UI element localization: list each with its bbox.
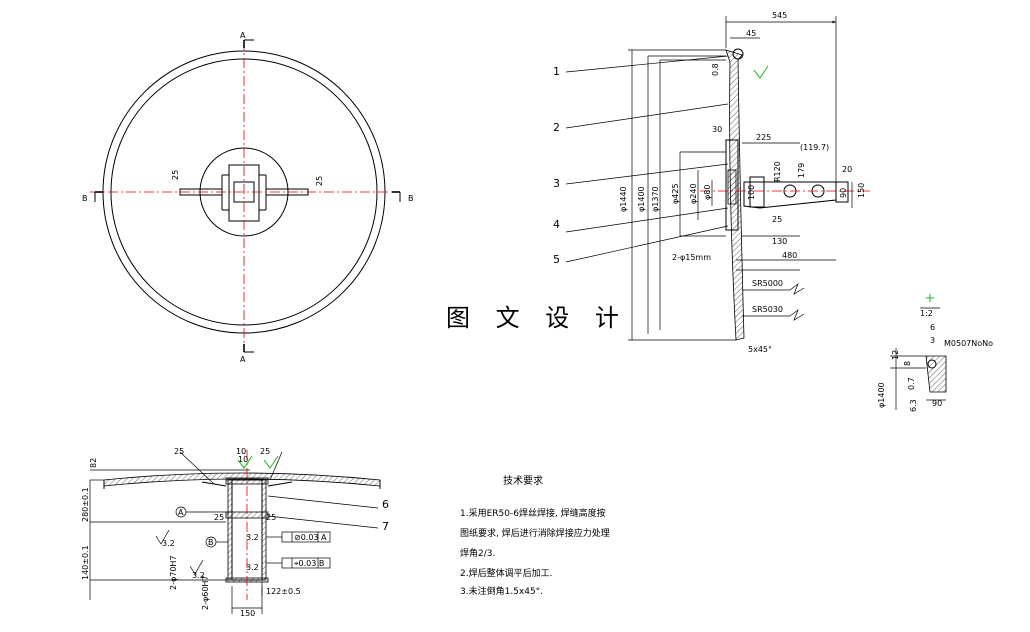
detail-dim-8: 8 bbox=[903, 361, 912, 366]
roughness-3: 3.2 bbox=[246, 533, 259, 542]
dim-45: 45 bbox=[746, 29, 756, 38]
detail-dim-1400: φ1400 bbox=[877, 382, 886, 408]
dim-150: 150 bbox=[857, 183, 866, 198]
front-dim-122: 122±0.5 bbox=[266, 587, 301, 596]
dim-119-7: (119.7) bbox=[800, 143, 829, 152]
front-section-view: 82 25 10 10 25 25 25 280±0.1 140±0.1 A B bbox=[81, 447, 389, 618]
weld-symbol-top-right bbox=[263, 455, 279, 469]
tolerance-b: ⌖0.03 B bbox=[294, 559, 324, 568]
callout-1: 1 bbox=[553, 65, 560, 78]
weld-symbol-side bbox=[753, 65, 769, 79]
detail-dim-6-3: 6.3 bbox=[909, 399, 918, 412]
callout-3: 3 bbox=[553, 177, 560, 190]
roughness-1: 3.2 bbox=[162, 539, 175, 548]
arm-end bbox=[835, 181, 849, 203]
dim-480: 480 bbox=[782, 251, 797, 260]
detail-scale-label: 1:2 bbox=[920, 309, 933, 318]
rim-bead bbox=[732, 48, 744, 60]
dim-1400: φ1400 bbox=[637, 186, 646, 212]
detail-view-1: 1:2 6 3 M0507NoNo 12 8 0.7 6.3 90 φ1400 bbox=[877, 294, 993, 412]
dim-25-left: 25 bbox=[171, 170, 180, 180]
dim-25-right: 25 bbox=[315, 176, 324, 186]
roughness-2: 3.2 bbox=[192, 571, 205, 580]
dim-sr5030: SR5030 bbox=[752, 305, 783, 314]
tech-note-line-2: 图纸要求, 焊后进行消除焊接应力处理 bbox=[460, 527, 610, 539]
detail-dim-6: 6 bbox=[930, 323, 935, 332]
callout-6: 6 bbox=[382, 498, 389, 511]
dim-30: 30 bbox=[712, 125, 722, 134]
detail-material: M0507NoNo bbox=[944, 339, 993, 348]
section-label-b-right: B bbox=[408, 194, 414, 203]
front-dim-10b: 10 bbox=[238, 455, 248, 464]
dim-20: 20 bbox=[842, 165, 852, 174]
section-label-a-top: A bbox=[240, 31, 246, 40]
section-label-b-left: B bbox=[82, 194, 88, 203]
dim-80: φ80 bbox=[703, 185, 712, 200]
dim-1440: φ1440 bbox=[619, 186, 628, 212]
front-dim-25a: 25 bbox=[174, 447, 184, 456]
callout-5: 5 bbox=[553, 253, 560, 266]
hub-core-hatch bbox=[727, 169, 737, 205]
arm-profile bbox=[743, 181, 837, 209]
tech-note-line-4: 2.焊后整体调平后加工. bbox=[460, 567, 552, 579]
hole-spec-b: 2-φ60H7 bbox=[201, 575, 210, 610]
detail-dim-0-7: 0.7 bbox=[907, 377, 916, 390]
hub-section bbox=[725, 139, 739, 231]
dim-425: φ425 bbox=[671, 183, 680, 204]
dim-225: 225 bbox=[756, 133, 771, 142]
tech-note-line-1: 1.采用ER50-6焊丝焊接, 焊缝高度按 bbox=[460, 507, 606, 519]
dim-100: 100 bbox=[747, 185, 756, 200]
weld-symbol-top bbox=[237, 455, 253, 469]
hole-spec-a: 2-φ70H7 bbox=[169, 555, 178, 590]
dim-0-8: 0.8 bbox=[711, 63, 720, 76]
top-view: A A B B 25 25 bbox=[82, 31, 414, 364]
datum-b: B bbox=[208, 538, 214, 547]
dim-25: 25 bbox=[772, 215, 782, 224]
roughness-4: 3.2 bbox=[246, 563, 259, 572]
front-dim-25b: 25 bbox=[260, 447, 270, 456]
front-dim-25d: 25 bbox=[266, 513, 276, 522]
side-section-view: 545 45 0.8 30 225 (119.7) 179 R120 20 90… bbox=[553, 11, 870, 354]
front-dim-25c: 25 bbox=[214, 513, 224, 522]
watermark-text: 图 文 设 计 bbox=[446, 304, 628, 332]
tech-notes-title: 技术要求 bbox=[503, 474, 543, 487]
front-dim-140: 140±0.1 bbox=[81, 545, 90, 580]
dim-1370: φ1370 bbox=[651, 186, 660, 212]
detail-hatch bbox=[925, 355, 947, 393]
dim-130: 130 bbox=[772, 237, 787, 246]
callout-2: 2 bbox=[553, 121, 560, 134]
dim-chamfer: 5x45° bbox=[748, 345, 772, 354]
technical-requirements: 技术要求 1.采用ER50-6焊丝焊接, 焊缝高度按 图纸要求, 焊后进行消除焊… bbox=[460, 474, 610, 597]
dim-179: 179 bbox=[797, 163, 806, 178]
front-dim-82: 82 bbox=[89, 458, 98, 468]
dim-holes: 2-φ15mm bbox=[672, 253, 711, 262]
front-dim-10: 10 bbox=[236, 447, 246, 456]
tech-note-line-3: 焊角2/3. bbox=[460, 547, 495, 559]
tech-note-line-5: 3.未注倒角1.5x45°. bbox=[460, 585, 543, 597]
front-dim-280: 280±0.1 bbox=[81, 487, 90, 522]
callout-4: 4 bbox=[553, 218, 560, 231]
front-dim-150: 150 bbox=[240, 609, 255, 618]
dim-240: φ240 bbox=[689, 183, 698, 204]
datum-a: A bbox=[178, 508, 184, 517]
dim-90: 90 bbox=[839, 188, 848, 198]
section-label-a-bottom: A bbox=[240, 355, 246, 364]
tolerance-a: ⊘0.03 A bbox=[294, 533, 327, 542]
dim-r120: R120 bbox=[773, 161, 782, 182]
detail-dim-3: 3 bbox=[930, 336, 935, 345]
detail-dim-90: 90 bbox=[932, 399, 942, 408]
dim-sr5000: SR5000 bbox=[752, 279, 783, 288]
callout-7: 7 bbox=[382, 520, 389, 533]
dim-545: 545 bbox=[772, 11, 787, 20]
detail-dim-12: 12 bbox=[891, 350, 900, 360]
